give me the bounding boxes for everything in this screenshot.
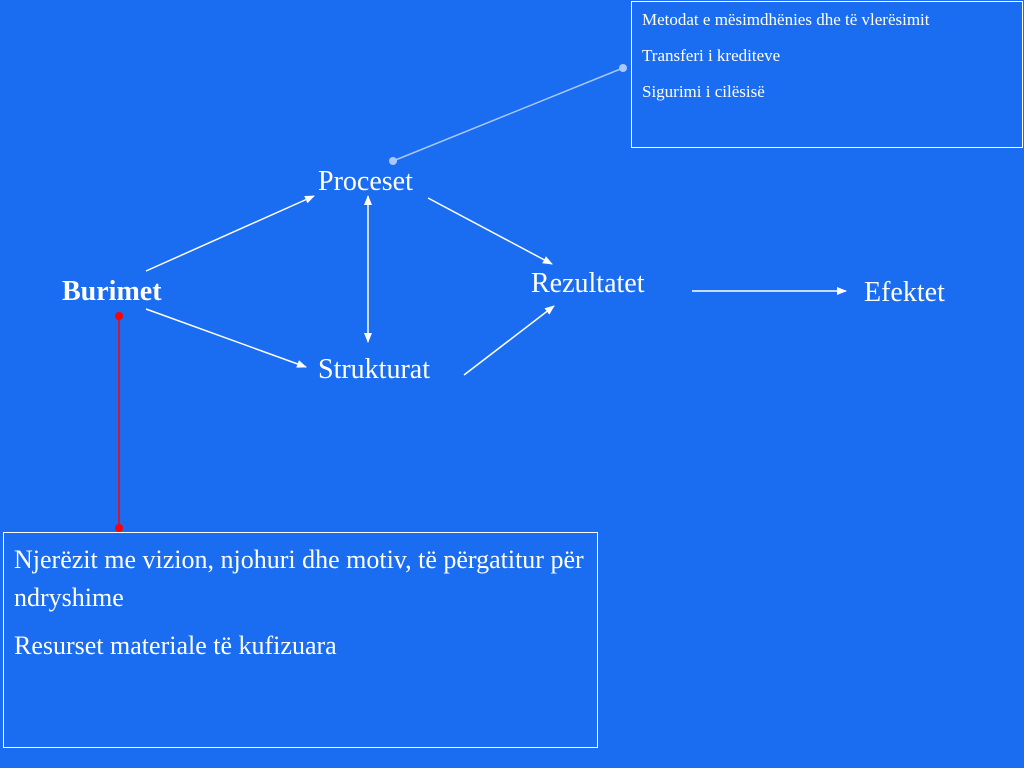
node-strukturat: Strukturat	[318, 354, 430, 385]
processes-detail-line: Metodat e mësimdhënies dhe të vlerësimit	[642, 10, 930, 29]
resources-detail-box: Njerëzit me vizion, njohuri dhe motiv, t…	[3, 532, 598, 748]
processes-detail-box: Metodat e mësimdhënies dhe të vlerësimit…	[631, 1, 1023, 148]
resources-detail-line: Njerëzit me vizion, njohuri dhe motiv, t…	[14, 545, 584, 612]
connector-dot-topbox	[619, 64, 627, 72]
node-efektet: Efektet	[864, 277, 945, 308]
resources-detail-line: Resurset materiale të kufizuara	[14, 631, 337, 660]
arrow-burimet-strukturat	[145, 308, 307, 368]
arrow-proceset-rezultatet	[427, 197, 553, 265]
arrow-burimet-proceset	[145, 195, 315, 272]
node-burimet: Burimet	[62, 276, 162, 307]
processes-detail-line: Transferi i krediteve	[642, 46, 781, 65]
node-proceset: Proceset	[318, 166, 413, 197]
connector-dot-burimet	[115, 312, 123, 320]
processes-detail-line: Sigurimi i cilësisë	[642, 82, 765, 101]
arrow-strukturat-rezultatet	[463, 305, 555, 376]
connector-dot-bottombox	[115, 524, 123, 532]
connector-proceset-topbox	[392, 67, 624, 162]
connector-dot-proceset	[389, 157, 397, 165]
node-rezultatet: Rezultatet	[531, 268, 645, 299]
